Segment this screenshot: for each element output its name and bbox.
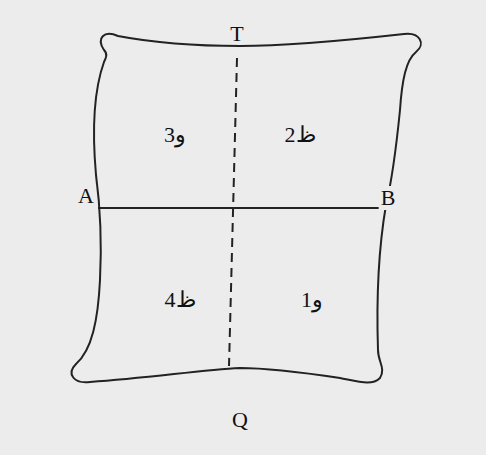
hide-outline [72, 34, 421, 383]
point-label: T [230, 23, 243, 45]
quadrant-label: 4ظ [165, 289, 196, 311]
quadrant-label: 2ظ [285, 124, 316, 146]
point-label: Q [232, 409, 248, 431]
midline-dashed [229, 58, 237, 366]
point-label: B [379, 186, 398, 210]
quadrant-label: 1و [301, 289, 323, 311]
transverse-line [98, 207, 380, 209]
quadrant-label: 3و [164, 124, 186, 146]
point-label: A [76, 184, 96, 208]
